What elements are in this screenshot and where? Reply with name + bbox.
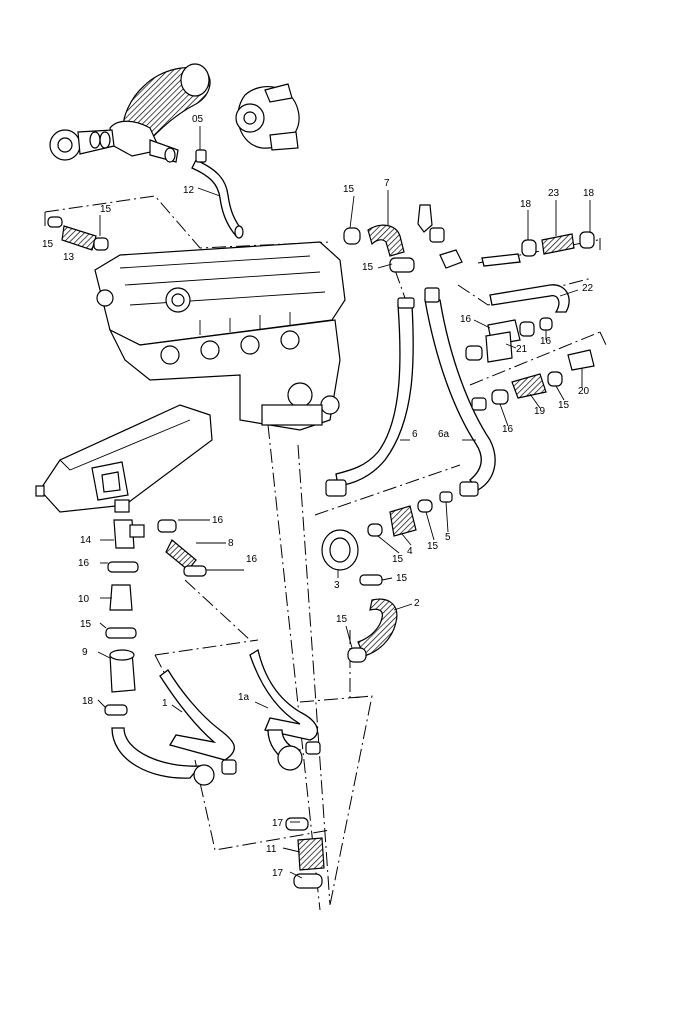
callout-6a: 6a bbox=[438, 429, 450, 440]
callout-15-center-right-2: 15 bbox=[392, 554, 404, 565]
callout-15-lower-2: 15 bbox=[336, 614, 348, 625]
callout-9: 9 bbox=[82, 647, 88, 658]
callout-16-left: 16 bbox=[78, 558, 90, 569]
intake-hose-assembly bbox=[49, 63, 211, 163]
callout-4: 4 bbox=[407, 546, 413, 557]
callout-15-left: 15 bbox=[42, 239, 54, 250]
callout-15-center-right: 15 bbox=[427, 541, 439, 552]
turbocharger bbox=[235, 83, 300, 151]
callout-18-left: 18 bbox=[82, 696, 94, 707]
callout-15-mid: 15 bbox=[362, 262, 374, 273]
callout-22: 22 bbox=[582, 283, 594, 294]
callout-3: 3 bbox=[334, 580, 340, 591]
callout-23: 23 bbox=[548, 188, 560, 199]
callout-18-top: 18 bbox=[520, 199, 532, 210]
callout-14: 14 bbox=[80, 535, 92, 546]
callout-17-top: 17 bbox=[272, 818, 284, 829]
callout-10: 10 bbox=[78, 594, 90, 605]
callout-16-center-2: 16 bbox=[246, 554, 258, 565]
callout-15-lower: 15 bbox=[396, 573, 408, 584]
callout-21: 21 bbox=[516, 344, 528, 355]
callout-16-center: 16 bbox=[212, 515, 224, 526]
callout-19: 19 bbox=[534, 406, 546, 417]
hose-1 bbox=[111, 669, 237, 786]
callout-7: 7 bbox=[384, 178, 390, 189]
part-8-assembly bbox=[157, 519, 207, 577]
callout-15-top-center: 15 bbox=[343, 184, 355, 195]
hose-6 bbox=[325, 297, 415, 497]
callout-17-bottom: 17 bbox=[272, 868, 284, 879]
callout-18-top-right: 18 bbox=[583, 188, 595, 199]
callout-2: 2 bbox=[414, 598, 420, 609]
callout-20: 20 bbox=[578, 386, 590, 397]
callout-15-right: 15 bbox=[558, 400, 570, 411]
callout-13: 13 bbox=[63, 252, 75, 263]
hose-1a bbox=[249, 648, 321, 771]
callout-15-left-top: 15 bbox=[100, 204, 112, 215]
assembly-lines bbox=[44, 195, 607, 911]
part-3-4-5 bbox=[321, 491, 453, 586]
hose-13 bbox=[47, 215, 109, 251]
leader-lines bbox=[97, 190, 591, 879]
callout-12: 12 bbox=[183, 185, 195, 196]
hose-6a bbox=[424, 287, 496, 497]
callout-15-left-lower: 15 bbox=[80, 619, 92, 630]
part-2-elbow bbox=[347, 598, 398, 663]
callout-1a: 1a bbox=[238, 692, 250, 703]
callout-11: 11 bbox=[266, 844, 277, 855]
callout-16-right-3: 16 bbox=[502, 424, 514, 435]
intercooler bbox=[35, 404, 213, 513]
part-7-elbow bbox=[343, 204, 463, 273]
hose-12 bbox=[191, 126, 244, 239]
right-upper-parts bbox=[465, 231, 595, 411]
callout-6: 6 bbox=[412, 429, 418, 440]
callout-1: 1 bbox=[162, 698, 168, 709]
callout-5: 5 bbox=[445, 532, 451, 543]
callout-05: 05 bbox=[192, 114, 204, 125]
callout-16-right-2: 16 bbox=[540, 336, 552, 347]
callout-8: 8 bbox=[228, 538, 234, 549]
cylinder-head bbox=[94, 241, 346, 431]
part-11-assembly bbox=[285, 817, 325, 889]
left-column-parts bbox=[104, 519, 145, 716]
callout-labels: 05 12 15 15 13 15 7 23 18 18 15 22 16 21… bbox=[42, 114, 595, 879]
callout-16-right: 16 bbox=[460, 314, 472, 325]
